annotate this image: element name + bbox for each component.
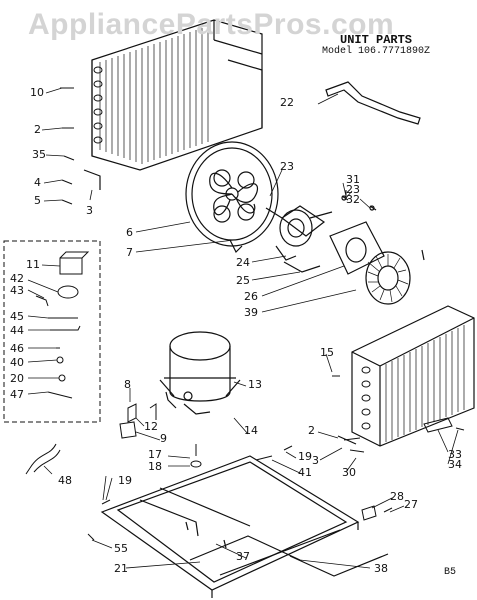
callout-label: 11 xyxy=(26,258,40,271)
callout-label: 19 xyxy=(118,474,132,487)
callout-label: 41 xyxy=(298,466,312,479)
callout-label: 48 xyxy=(58,474,72,487)
callout-label: 47 xyxy=(10,388,24,401)
callout-label: 25 xyxy=(236,274,250,287)
callout-label: 35 xyxy=(32,148,46,161)
callout-label: 39 xyxy=(244,306,258,319)
wire-harness xyxy=(25,443,61,475)
callout-label: 23 xyxy=(346,183,360,196)
callout-label: 55 xyxy=(114,542,128,555)
callout-label: 38 xyxy=(374,562,388,575)
callout-label: 18 xyxy=(148,460,162,473)
watermark-text: AppliancePartsPros.com xyxy=(28,8,395,41)
callout-label: 23 xyxy=(280,160,294,173)
evaporator-coil xyxy=(337,305,475,447)
callout-label: 27 xyxy=(404,498,418,511)
callout-label: 40 xyxy=(10,356,24,369)
callout-label: 3 xyxy=(312,454,319,467)
callout-label: 7 xyxy=(126,246,133,259)
callout-label: 2 xyxy=(34,123,41,136)
callout-label: 28 xyxy=(390,490,404,503)
fan-motor xyxy=(265,205,333,273)
callout-label: 44 xyxy=(10,324,24,337)
fan-shroud xyxy=(185,141,279,254)
callout-label: 45 xyxy=(10,310,24,323)
callout-label: 13 xyxy=(248,378,262,391)
brace-bar xyxy=(325,81,421,125)
callout-label: 3 xyxy=(86,204,93,217)
callout-label: 12 xyxy=(144,420,158,433)
compressor xyxy=(159,331,241,415)
misc-small-parts xyxy=(60,87,465,541)
callout-label: 22 xyxy=(280,96,294,109)
callout-label: 15 xyxy=(320,346,334,359)
callout-label: 10 xyxy=(30,86,44,99)
page-code: B5 xyxy=(444,567,457,578)
callout-label: 21 xyxy=(114,562,128,575)
callout-label: 14 xyxy=(244,424,258,437)
callout-label: 20 xyxy=(10,372,24,385)
callout-label: 34 xyxy=(448,458,462,471)
callout-leaders xyxy=(27,87,459,569)
diagram-title: UNIT PARTS xyxy=(340,33,413,47)
callout-label: 26 xyxy=(244,290,258,303)
callout-label: 37 xyxy=(236,550,250,563)
callout-label: 46 xyxy=(10,342,24,355)
callout-label: 5 xyxy=(34,194,41,207)
blower-assembly xyxy=(329,195,425,305)
callout-label: 24 xyxy=(236,256,250,269)
callout-label: 30 xyxy=(342,466,356,479)
callout-label: 33 xyxy=(448,448,462,461)
callout-label: 9 xyxy=(160,432,167,445)
callout-label: 32 xyxy=(346,193,360,206)
callout-label: 19 xyxy=(298,450,312,463)
callout-label: 42 xyxy=(10,272,24,285)
callout-label: 17 xyxy=(148,448,162,461)
callout-label: 4 xyxy=(34,176,41,189)
small-parts-kit-box xyxy=(3,240,101,423)
callout-label: 31 xyxy=(346,173,360,186)
condenser-coil xyxy=(83,19,263,190)
callout-label: 43 xyxy=(10,284,24,297)
callout-label: 2 xyxy=(308,424,315,437)
model-number: Model 106.7771890Z xyxy=(322,46,431,57)
callout-label: 8 xyxy=(124,378,131,391)
callout-label: 6 xyxy=(126,226,133,239)
